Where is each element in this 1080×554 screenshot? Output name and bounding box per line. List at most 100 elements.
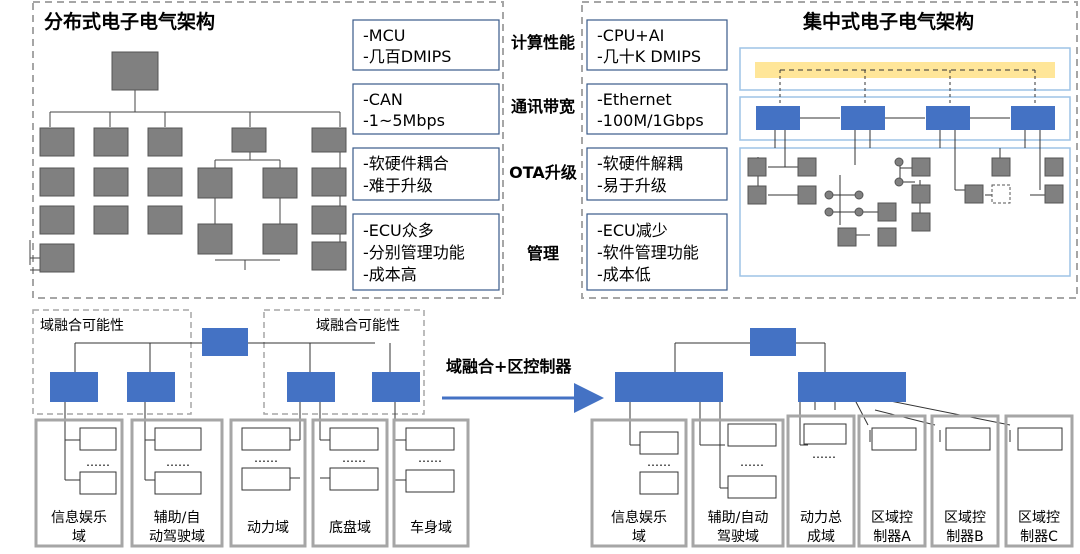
zone-controller-node	[926, 106, 970, 130]
ota-label: OTA升级	[509, 163, 578, 182]
ecu-node	[911, 157, 931, 177]
domain-controller-node	[615, 372, 723, 402]
ecu-node	[197, 223, 233, 255]
ecu-slot	[727, 423, 777, 447]
zonal-domain-label-2-line-1: 成域	[807, 529, 835, 545]
ecu-slot	[154, 427, 202, 451]
bandwidth-right-line-1: -Ethernet	[597, 90, 672, 109]
ecu-node	[39, 167, 75, 197]
zonal-domain-label-0-line-1: 域	[632, 529, 646, 545]
ecu-node	[911, 184, 931, 204]
ecu-node	[311, 241, 347, 271]
zonal-domain-label-1-line-1: 驾驶域	[717, 529, 759, 545]
ecu-node	[1044, 184, 1064, 204]
domain-box-chassis	[311, 418, 389, 548]
sensor-node	[894, 157, 904, 167]
domain-label-1-line-0: 辅助/自	[154, 510, 201, 526]
ecu-slot	[1017, 427, 1063, 451]
zone-controller-box-a	[857, 414, 927, 548]
ecu-node	[747, 157, 767, 177]
sensor-node	[854, 190, 864, 200]
zonal-domain-label-2-line-0: 动力总	[800, 510, 842, 526]
management-right-line-3: -成本低	[597, 265, 651, 284]
zone-gateway-node	[798, 372, 906, 402]
ecu-node	[991, 157, 1011, 177]
management-label: 管理	[527, 244, 559, 263]
zonal-domain-label-1-line-0: 辅助/自动	[708, 510, 769, 526]
zone-controller-box-c	[1004, 414, 1074, 548]
domain-label-2-line-0: 动力域	[247, 520, 289, 536]
management-right-box	[586, 213, 728, 291]
domain-controller-node	[50, 372, 98, 402]
comparison-right-boxes	[586, 19, 728, 291]
management-left-box	[352, 213, 500, 291]
zonal-domain-label-3-line-1: 制器A	[873, 529, 911, 545]
ecu-node	[311, 205, 347, 235]
ecu-node	[262, 223, 298, 255]
centralized-topology	[739, 47, 1071, 277]
domain-box-infotainment	[590, 418, 688, 548]
ota-right-line-1: -软硬件解耦	[597, 154, 683, 173]
sensor-node	[854, 207, 864, 217]
comparison-text: -MCU -几百DMIPS 计算性能 -CPU+AI -几十K DMIPS -C…	[363, 26, 704, 284]
management-left-line-1: -ECU众多	[363, 221, 434, 240]
domain-architecture: 域融合可能性 域融合可能性	[32, 309, 470, 548]
ota-right-box	[586, 147, 728, 201]
ecu-node	[197, 167, 233, 199]
ota-left-box	[352, 147, 500, 201]
ota-left-line-2: -难于升级	[363, 176, 433, 195]
domain-box-adas	[691, 418, 785, 548]
bandwidth-label: 通讯带宽	[511, 97, 575, 116]
ecu-node	[262, 167, 298, 199]
zonal-domain-label-3-line-0: 区域控	[871, 510, 913, 526]
domain-label-4-line-0: 车身域	[410, 519, 452, 536]
zone-controller-node	[756, 106, 800, 130]
zone-controller-node	[841, 106, 885, 130]
ecu-slot	[329, 427, 379, 451]
ecu-slot	[241, 427, 291, 451]
distributed-panel-frame	[32, 1, 504, 299]
ecu-slot	[727, 475, 777, 499]
zonal-domain-label-0-line-0: 信息娱乐	[611, 509, 667, 526]
ecu-node	[147, 205, 183, 235]
ecu-node	[911, 212, 931, 232]
bandwidth-right-line-2: -100M/1Gbps	[597, 111, 704, 130]
ecu-node	[837, 227, 857, 247]
domain-label-3-line-0: 底盘域	[329, 519, 371, 536]
ecu-node	[877, 202, 897, 222]
domain-controller-node	[287, 372, 335, 402]
zonal-architecture: …… …… …… 信息娱乐域辅助/自动驾驶域动力总成域区域控制器A区域控制器B区…	[590, 328, 1074, 548]
optional-ecu-node	[991, 184, 1011, 204]
ellipsis: ……	[812, 447, 836, 461]
ecu-node	[39, 127, 75, 157]
compute-label: 计算性能	[511, 33, 575, 52]
ecu-node	[747, 185, 767, 205]
ecu-slot	[241, 467, 291, 491]
domain-box-infotainment	[34, 418, 124, 548]
ecu-node	[797, 157, 817, 177]
ecu-slot	[405, 469, 455, 493]
ecu-node	[93, 205, 129, 235]
ecu-node	[147, 167, 183, 197]
zonal-domain-label-4-line-1: 制器B	[946, 529, 984, 545]
ecu-slot	[639, 471, 679, 495]
ecu-slot	[945, 427, 991, 451]
compute-left-line-1: -MCU	[363, 26, 405, 45]
ecu-slot	[405, 427, 455, 451]
zonal-domain-label-5-line-0: 区域控	[1018, 510, 1060, 526]
ecu-node	[93, 167, 129, 197]
sensor-node	[824, 207, 834, 217]
compute-left-box	[352, 19, 500, 71]
ecu-node	[231, 127, 267, 153]
bandwidth-left-box	[352, 83, 500, 135]
management-left-line-2: -分别管理功能	[363, 243, 465, 262]
domain-label-1-line-1: 动驾驶域	[149, 529, 205, 545]
ecu-slot	[79, 427, 117, 451]
ecu-node	[311, 127, 347, 153]
compute-right-box	[586, 19, 728, 71]
ecu-node	[964, 184, 984, 204]
central-bus-bar	[755, 62, 1055, 78]
ecu-node	[311, 167, 347, 197]
domain-label-0-line-0: 信息娱乐	[51, 509, 107, 526]
sensor-node	[894, 177, 904, 187]
